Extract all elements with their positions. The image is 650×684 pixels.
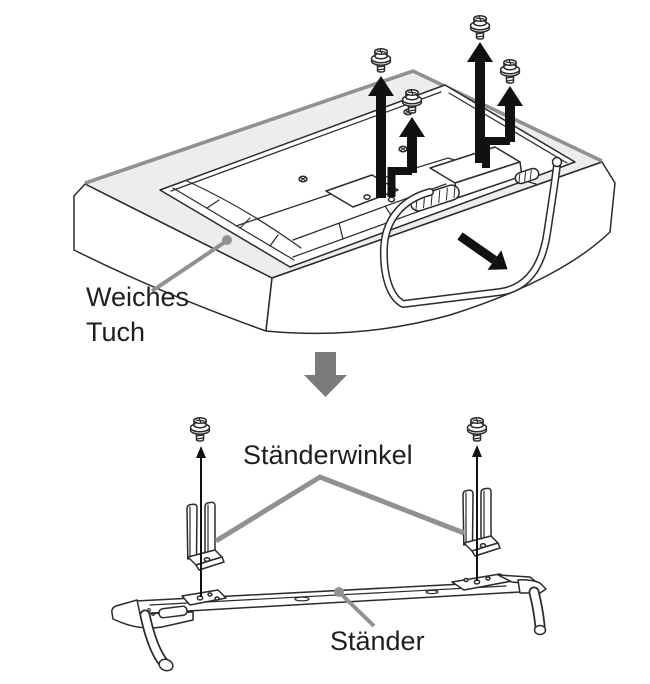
screw-icon <box>466 416 488 442</box>
stand-label: Ständer <box>330 626 425 656</box>
stand-base <box>111 573 547 672</box>
screw-icon <box>499 58 521 84</box>
assembly-arrow-left <box>196 446 206 597</box>
leader-dot <box>334 587 344 597</box>
screw-boss <box>298 175 308 183</box>
stand-neck <box>410 146 540 212</box>
leader-dot <box>222 235 232 245</box>
arrow-up-icon <box>482 86 523 168</box>
soft-cloth-label: Weiches Tuch <box>86 282 190 347</box>
stand-on-tv <box>379 156 563 308</box>
soft-cloth-leader <box>150 235 232 293</box>
tube-eyelet <box>551 156 563 168</box>
unscrew-arrows <box>368 42 523 198</box>
assembly-arrow-right <box>472 445 482 581</box>
stand-parts-illustration <box>111 416 547 672</box>
screw-boss <box>398 145 408 153</box>
arrow-up-icon <box>387 117 425 197</box>
stand-bracket-right <box>462 487 501 557</box>
stand-bracket-label: Ständerwinkel <box>243 440 413 470</box>
arrow-slide-out-icon <box>457 232 508 270</box>
tv-facedown-illustration <box>73 14 616 335</box>
arrow-down-step-icon <box>304 352 347 397</box>
arrow-up-icon <box>467 42 493 163</box>
screw-icon <box>469 14 491 40</box>
screw-icon <box>189 416 211 442</box>
stand-leader <box>334 587 376 628</box>
stand-bracket-left <box>186 501 225 571</box>
arrow-up-icon <box>368 76 394 198</box>
stand-bracket-leader <box>214 474 465 544</box>
cloth-edge-highlight <box>84 69 603 185</box>
screw-icon <box>370 47 392 73</box>
